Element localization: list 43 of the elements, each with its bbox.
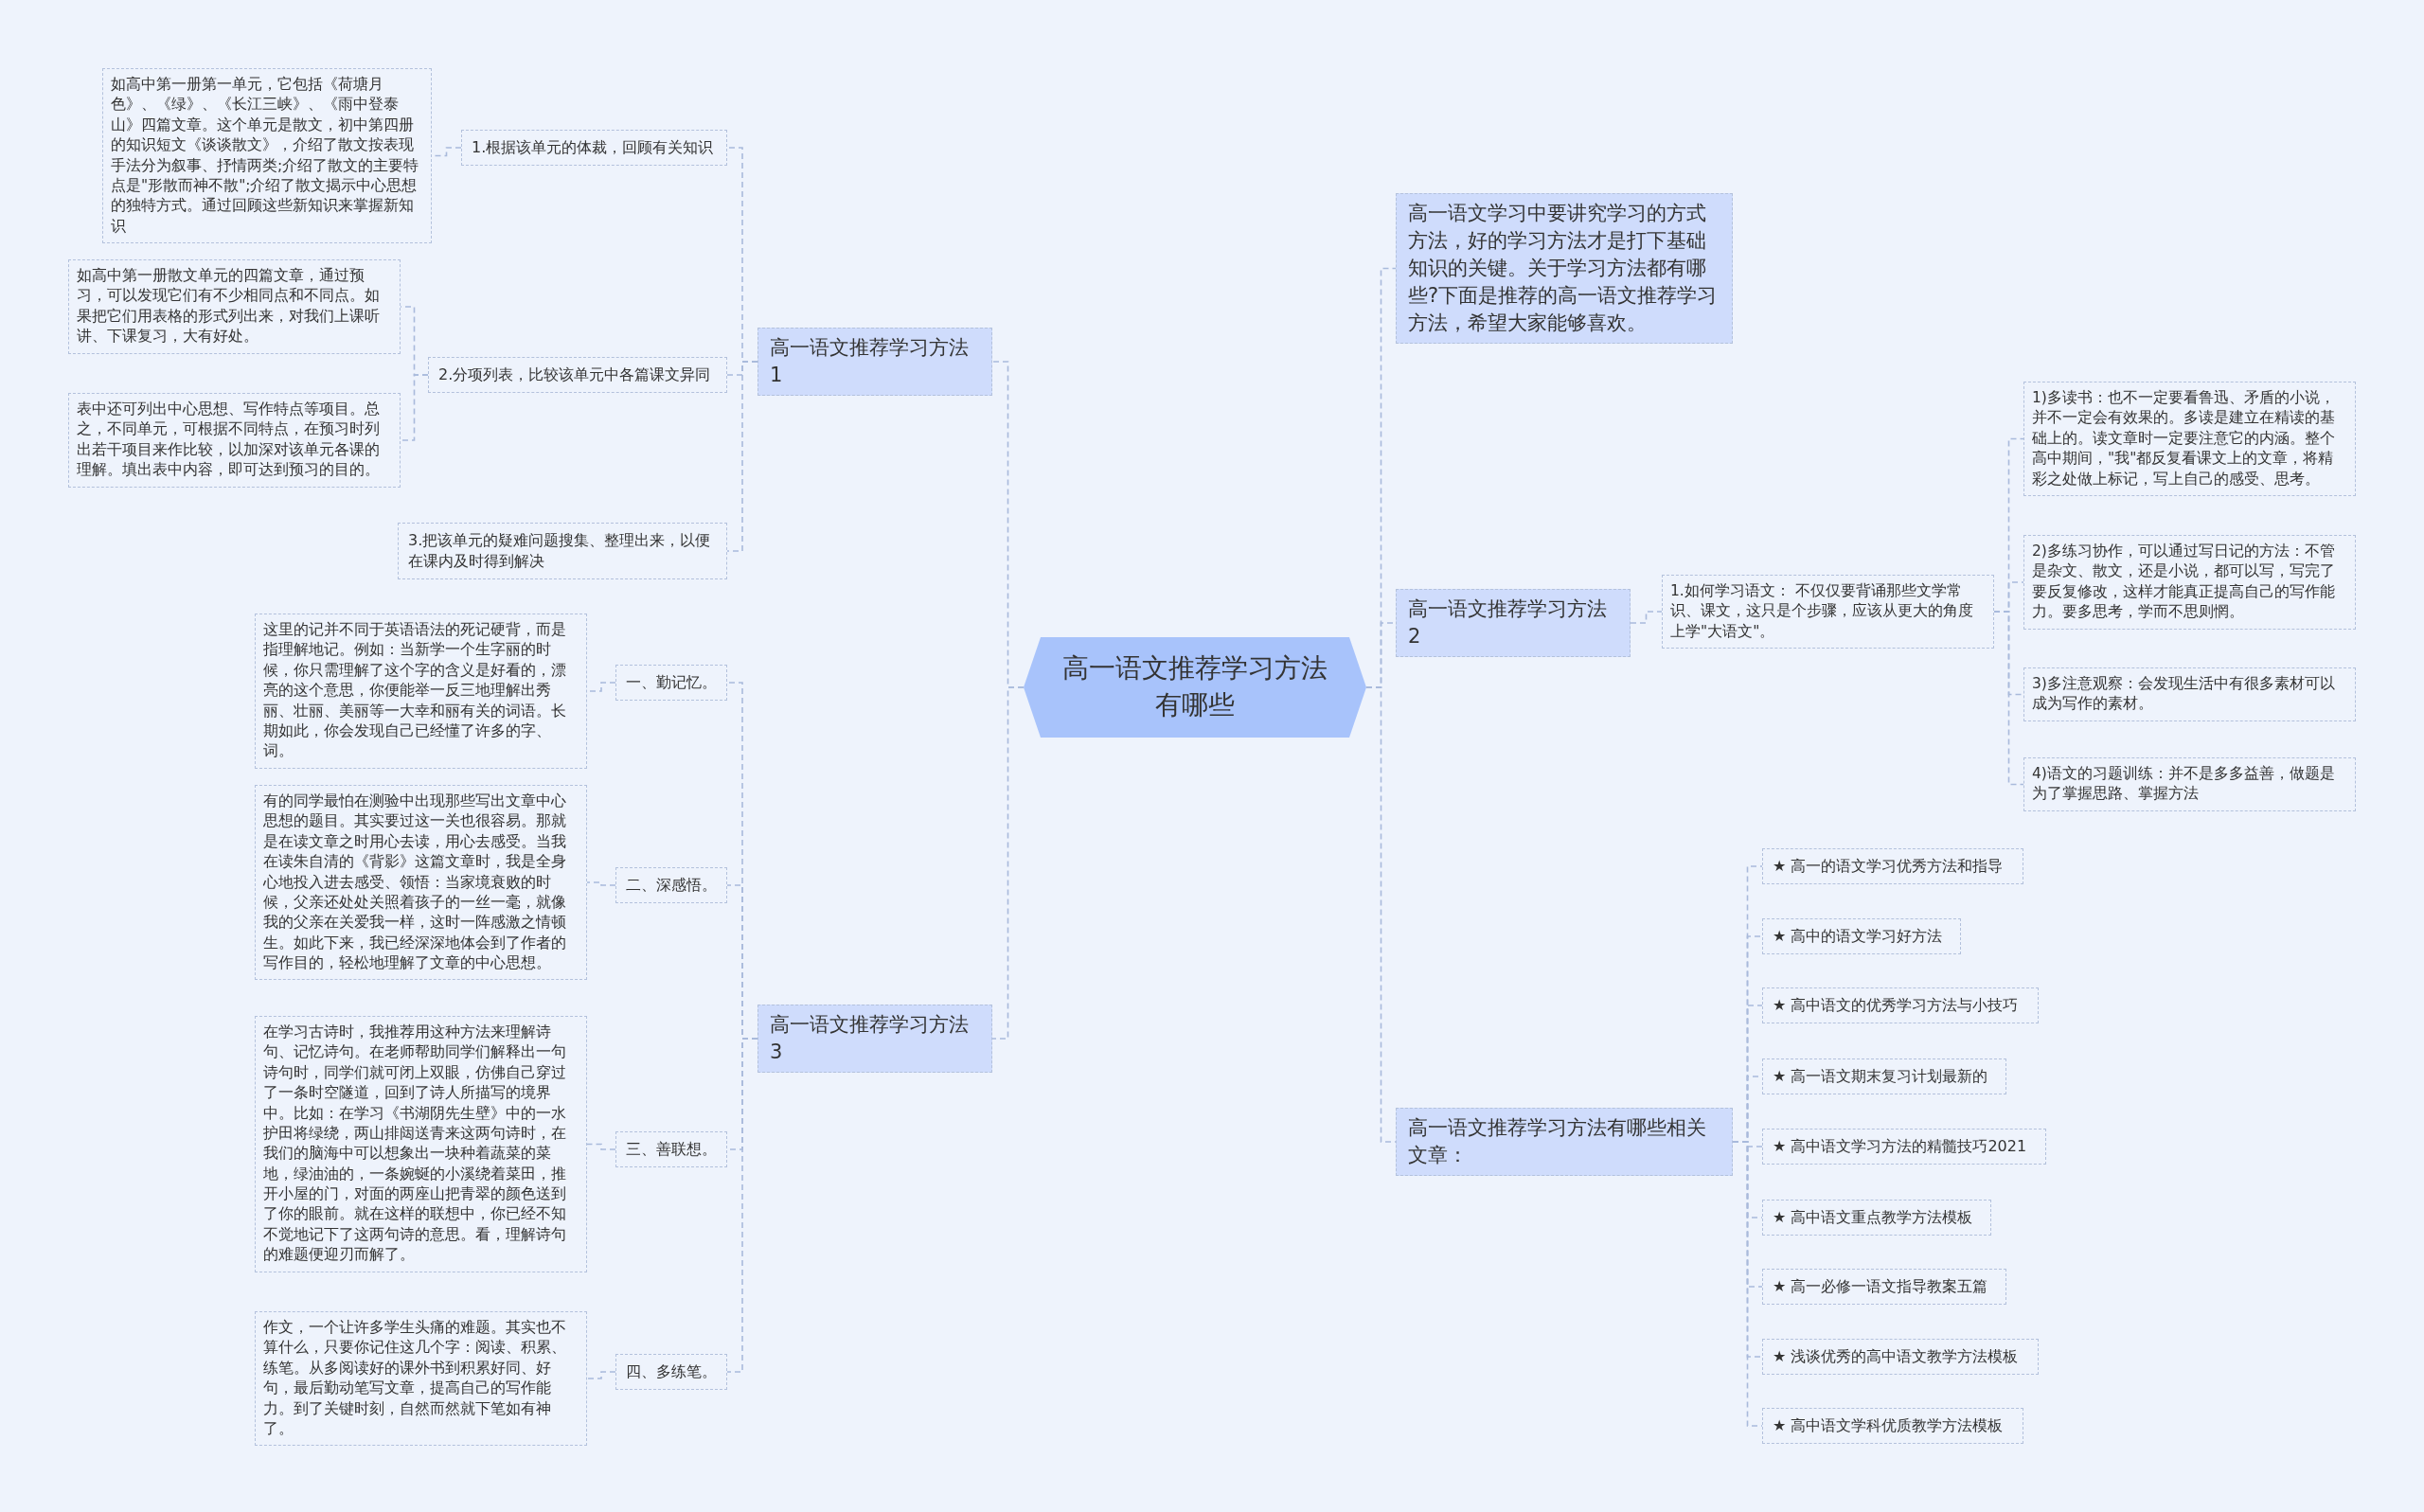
connector-line bbox=[1630, 611, 1663, 624]
subtopic-box: 1.根据该单元的体裁，回顾有关知识 bbox=[461, 130, 727, 167]
subtopic-box: 三、善联想。 bbox=[615, 1131, 727, 1168]
connector-line bbox=[726, 361, 758, 552]
connector-line bbox=[1732, 1141, 1763, 1427]
text-box: 4)语文的习题训练：并不是多多益善，做题是为了掌握思路、掌握方法 bbox=[2023, 757, 2356, 811]
text-box: 这里的记并不同于英语语法的死记硬背，而是指理解地记。例如：当新学一个生字丽的时候，你只需理解了这个字的含义是好看的，漂亮的这个意思，你便能举一反三地理解出秀丽、壮丽、美丽等一大幸和丽有关的词语。长期如此，你会发现自己已经懂了许多的字、词。 bbox=[255, 614, 587, 769]
subtopic-box: 二、深感悟。 bbox=[615, 867, 727, 904]
connector-line bbox=[991, 686, 1025, 1040]
subtopic-box: 2.分项列表，比较该单元中各篇课文异同 bbox=[428, 357, 727, 394]
text-box: 如高中第一册散文单元的四篇文章，通过预习，可以发现它们有不少相同点和不同点。如果把它们用表格的形式列出来，对我们上课听讲、下课复习，大有好处。 bbox=[68, 259, 401, 354]
text-box: 有的同学最怕在测验中出现那些写出文章中心思想的题目。其实要过这一关也很容易。那就是在读文章之时用心去读，用心去感受。当我在读朱自清的《背影》这篇文章时，我是全身心地投入进去感受、领悟：当家境衰败的时候，父亲还处处关照着孩子的一丝一毫，就像我的父亲在关爱我一样，这时一阵感激之情顿生。如此下来，我已经深深地体会到了作者的写作目的，轻松地理解了文章的中心思想。 bbox=[255, 785, 587, 981]
subtopic-box: ★ 高中语文重点教学方法模板 bbox=[1762, 1200, 1991, 1236]
text-box: 如高中第一册第一单元，它包括《荷塘月色》、《绿》、《长江三峡》、《雨中登泰山》四篇文章。这个单元是散文，初中第四册的知识短文《谈谈散文》，介绍了散文按表现手法分为叙事、抒情两类;介绍了散文的主要特点是"形散而神不散";介绍了散文揭示中心思想的独特方式。通过回顾这些新知识来掌握新知识 bbox=[102, 68, 432, 243]
topic-box: 高一语文推荐学习方法3 bbox=[758, 1005, 992, 1073]
text-box: 1.如何学习语文： 不仅仅要背诵那些文学常识、课文，这只是个步骤，应该从更大的角度上学"大语文"。 bbox=[1662, 575, 1994, 649]
text-box: 1)多读书：也不一定要看鲁迅、矛盾的小说，并不一定会有效果的。多读是建立在精读的基础上的。读文章时一定要注意它的内涵。整个高中期间，"我"都反复看课文上的文章，将精彩之处做上标记，写上自己的感受、思考。 bbox=[2023, 382, 2356, 496]
subtopic-box: ★ 高一的语文学习优秀方法和指导 bbox=[1762, 848, 2023, 885]
connector-line bbox=[586, 881, 616, 886]
subtopic-box: ★ 浅谈优秀的高中语文教学方法模板 bbox=[1762, 1339, 2039, 1376]
text-box: 2)多练习协作，可以通过写日记的方法：不管是杂文、散文，还是小说，都可以写，写完了要反复修改，这样才能真正提高自己的写作能力。要多思考，学而不思则惘。 bbox=[2023, 535, 2356, 630]
subtopic-box: ★ 高中语文的优秀学习方法与小技巧 bbox=[1762, 987, 2039, 1024]
topic-box: 高一语文推荐学习方法1 bbox=[758, 328, 992, 396]
subtopic-box: ★ 高一必修一语文指导教案五篇 bbox=[1762, 1269, 2006, 1306]
subtopic-box: 四、多练笔。 bbox=[615, 1354, 727, 1391]
topic-box: 高一语文推荐学习方法有哪些相关文章： bbox=[1396, 1108, 1733, 1176]
topic-box: 高一语文学习中要讲究学习的方式方法，好的学习方法才是打下基础知识的关键。关于学习方法都有哪些?下面是推荐的高一语文推荐学习方法，希望大家能够喜欢。 bbox=[1396, 193, 1733, 344]
text-box: 表中还可列出中心思想、写作特点等项目。总之，不同单元，可根据不同特点，在预习时列出若干项目来作比较，以加深对该单元各课的理解。填出表中内容，即可达到预习的目的。 bbox=[68, 393, 401, 488]
connector-line bbox=[586, 1371, 616, 1379]
subtopic-box: ★ 高中的语文学习好方法 bbox=[1762, 918, 1961, 955]
topic-box: 高一语文推荐学习方法2 bbox=[1396, 589, 1631, 657]
central-topic-hexagon: 高一语文推荐学习方法有哪些 bbox=[1024, 637, 1366, 738]
subtopic-box: ★ 高中语文学习方法的精髓技巧2021 bbox=[1762, 1129, 2046, 1165]
connector-line bbox=[1993, 611, 2024, 786]
subtopic-box: ★ 高一语文期末复习计划最新的 bbox=[1762, 1058, 2006, 1095]
subtopic-box: 3.把该单元的疑难问题搜集、整理出来，以便在课内及时得到解决 bbox=[398, 523, 727, 580]
text-box: 在学习古诗时，我推荐用这种方法来理解诗句、记忆诗句。在老师帮助同学们解释出一句诗句时，同学们就可闭上双眼，仿佛自己穿过了一条时空隧道，回到了诗人所描写的境界中。比如：在学习《书湖阴先生壁》中的一水护田将绿绕，两山排闼送青来这两句诗时，在我们的脑海中可以想象出一块种着蔬菜的菜地，绿油油的，一条婉蜒的小溪绕着菜田，推开小屋的门，对面的两座山把青翠的颜色送到了你的眼前。就在这样的联想中，你已经不知不觉地记下了这两句诗的意思。看，理解诗句的难题便迎刃而解了。 bbox=[255, 1016, 587, 1272]
connector-line bbox=[400, 374, 429, 441]
subtopic-box: ★ 高中语文学科优质教学方法模板 bbox=[1762, 1408, 2023, 1445]
text-box: 作文，一个让许多学生头痛的难题。其实也不算什么，只要你记住这几个字：阅读、积累、练笔。从多阅读好的课外书到积累好同、好句，最后勤动笔写文章，提高自己的写作能力。到了关键时刻，自然而然就下笔如有神了。 bbox=[255, 1311, 587, 1447]
subtopic-box: 一、勤记忆。 bbox=[615, 665, 727, 702]
text-box: 3)多注意观察：会发现生活中有很多素材可以成为写作的素材。 bbox=[2023, 667, 2356, 721]
connector-line bbox=[586, 1143, 616, 1150]
